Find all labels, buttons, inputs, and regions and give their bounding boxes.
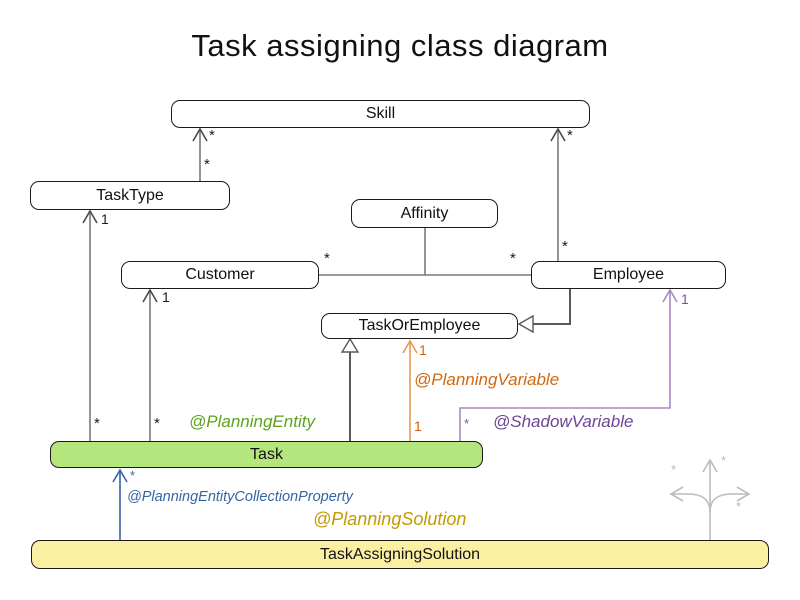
mult-task-tasktype-one: 1	[101, 211, 109, 227]
class-affinity: Affinity	[351, 199, 498, 228]
annotation-planning-entity-collection-property: @PlanningEntityCollectionProperty	[127, 489, 353, 505]
mult-collection-property-many: *	[130, 468, 136, 483]
mult-employee-skill-bottom: *	[562, 238, 568, 255]
class-customer-label: Customer	[185, 266, 255, 283]
edge-collection-property	[112, 468, 128, 540]
edge-task-customer	[142, 288, 158, 441]
mult-task-tasktype-many: *	[94, 415, 100, 432]
class-affinity-label: Affinity	[400, 204, 449, 222]
mult-ghost-left-many: *	[671, 462, 677, 477]
edge-task-tasktype	[82, 209, 98, 441]
class-taskassigningsolution-label: TaskAssigningSolution	[319, 545, 481, 563]
ghost-arrows	[669, 458, 751, 540]
class-skill: Skill	[171, 100, 590, 128]
mult-tasktype-skill-bottom: *	[204, 156, 210, 173]
edge-task-taskoremployee	[340, 337, 360, 441]
class-employee: Employee	[531, 261, 726, 289]
mult-ghost-right-many: *	[736, 499, 742, 514]
class-taskoremployee: TaskOrEmployee	[321, 313, 518, 339]
mult-ghost-up-many: *	[721, 453, 727, 468]
mult-shadow-variable-one: 1	[681, 291, 689, 307]
mult-employee-affinity-many: *	[510, 250, 516, 267]
edge-tasktype-skill	[192, 127, 208, 181]
mult-task-customer-one: 1	[162, 289, 170, 305]
edge-shadow-variable	[459, 288, 678, 441]
class-customer: Customer	[121, 261, 319, 289]
edge-employee-taskoremployee	[517, 289, 571, 334]
class-taskoremployee-label: TaskOrEmployee	[358, 317, 481, 334]
mult-customer-affinity-many: *	[324, 250, 330, 267]
mult-planning-variable-bottom-one: 1	[414, 418, 422, 434]
annotation-planning-variable: @PlanningVariable	[414, 370, 560, 389]
class-task: Task	[50, 441, 483, 468]
class-skill-label: Skill	[365, 105, 396, 122]
annotation-planning-solution: @PlanningSolution	[313, 509, 467, 529]
edge-customer-employee-affinity	[319, 228, 531, 276]
class-tasktype: TaskType	[30, 181, 230, 210]
class-employee-label: Employee	[592, 266, 665, 283]
edge-planning-variable	[402, 339, 418, 441]
mult-employee-skill-top: *	[567, 127, 573, 144]
mult-task-customer-many: *	[154, 415, 160, 432]
class-tasktype-label: TaskType	[96, 186, 164, 204]
mult-tasktype-skill-top: *	[209, 127, 215, 144]
class-task-label: Task	[250, 445, 283, 463]
diagram-title: Task assigning class diagram	[191, 28, 609, 63]
edge-employee-skill	[550, 127, 566, 261]
annotation-shadow-variable: @ShadowVariable	[493, 412, 634, 431]
mult-planning-variable-top-one: 1	[419, 342, 427, 358]
mult-shadow-variable-many: *	[464, 416, 470, 431]
annotation-planning-entity: @PlanningEntity	[189, 412, 315, 431]
class-taskassigningsolution: TaskAssigningSolution	[31, 540, 769, 569]
